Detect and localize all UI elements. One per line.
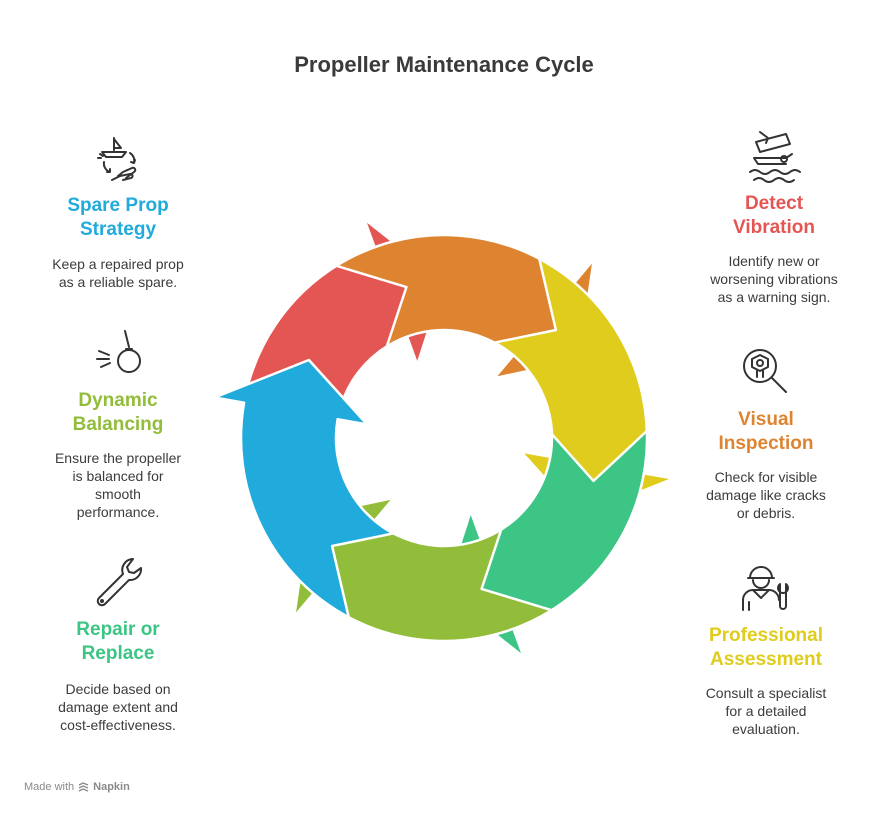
step-spare-prop-strategy: Spare Prop Strategy Keep a repaired prop… [23, 132, 213, 291]
boat-hand-icon [97, 137, 137, 181]
wrecking-ball-icon [96, 330, 141, 373]
balancing-desc-line4: performance. [76, 504, 160, 520]
detect-description: Identify new or worsening vibrations as … [679, 252, 869, 306]
footer-attribution: Made with Napkin [24, 781, 130, 793]
cycle-arrow-spare [213, 358, 395, 619]
balancing-desc-line3: smooth [95, 486, 141, 502]
visual-desc-line3: or debris. [736, 505, 796, 521]
repair-description: Decide based on damage extent and cost-e… [23, 680, 213, 734]
step-professional-assessment: Professional Assessment Consult a specia… [671, 562, 861, 738]
made-with-label: Made with [24, 781, 75, 793]
sinking-boat-icon [749, 131, 801, 183]
mechanic-icon [742, 566, 789, 611]
visual-desc-line1: Check for visible [714, 469, 818, 485]
assessment-desc-line1: Consult a specialist [705, 685, 827, 701]
napkin-brand: Napkin [93, 781, 130, 793]
visual-title-line2: Inspection [718, 433, 814, 454]
repair-title-line2: Replace [81, 643, 155, 664]
balancing-desc-line2: is balanced for [72, 468, 164, 484]
page-title: Propeller Maintenance Cycle [294, 52, 594, 77]
spare-desc-line1: Keep a repaired prop [52, 256, 184, 272]
spare-title-line1: Spare Prop [67, 195, 169, 216]
visual-title: Visual Inspection [671, 408, 861, 456]
assessment-desc-line3: evaluation. [732, 721, 800, 737]
visual-desc-line2: damage like cracks [706, 487, 826, 503]
balancing-title-line2: Balancing [72, 414, 164, 435]
assessment-title-line1: Professional [708, 625, 824, 646]
step-repair-or-replace: Repair or Replace Decide based on damage… [23, 555, 213, 734]
detect-title-line1: Detect [744, 193, 804, 214]
repair-title-line1: Repair or [76, 619, 160, 640]
spare-description: Keep a repaired prop as a reliable spare… [23, 255, 213, 291]
repair-desc-line3: cost-effectiveness. [60, 717, 176, 733]
assessment-desc-line2: for a detailed [725, 703, 807, 719]
visual-title-line1: Visual [738, 409, 794, 430]
repair-title: Repair or Replace [23, 618, 213, 666]
visual-description: Check for visible damage like cracks or … [671, 468, 861, 522]
wrench-icon [96, 558, 143, 607]
balancing-title: Dynamic Balancing [23, 389, 213, 437]
repair-desc-line2: damage extent and [58, 699, 178, 715]
detect-desc-line1: Identify new or [728, 253, 820, 269]
step-visual-inspection: Visual Inspection Check for visible dama… [671, 346, 861, 522]
repair-desc-line1: Decide based on [65, 681, 171, 697]
assessment-title-line2: Assessment [710, 649, 822, 670]
spare-title-line2: Strategy [79, 219, 157, 240]
detect-title-line2: Vibration [733, 217, 815, 238]
balancing-description: Ensure the propeller is balanced for smo… [23, 449, 213, 521]
detect-title: Detect Vibration [679, 192, 869, 240]
assessment-title: Professional Assessment [671, 624, 861, 672]
step-dynamic-balancing: Dynamic Balancing Ensure the propeller i… [23, 329, 213, 521]
magnifier-icon [743, 349, 787, 393]
detect-desc-line3: as a warning sign. [717, 289, 831, 305]
spare-desc-line2: as a reliable spare. [58, 274, 178, 290]
balancing-title-line1: Dynamic [78, 390, 158, 411]
assessment-description: Consult a specialist for a detailed eval… [671, 684, 861, 738]
spare-title: Spare Prop Strategy [23, 194, 213, 242]
napkin-logo-icon [78, 781, 89, 792]
balancing-desc-line1: Ensure the propeller [54, 450, 182, 466]
step-detect-vibration: Detect Vibration Identify new or worseni… [679, 128, 869, 306]
detect-desc-line2: worsening vibrations [710, 271, 838, 287]
